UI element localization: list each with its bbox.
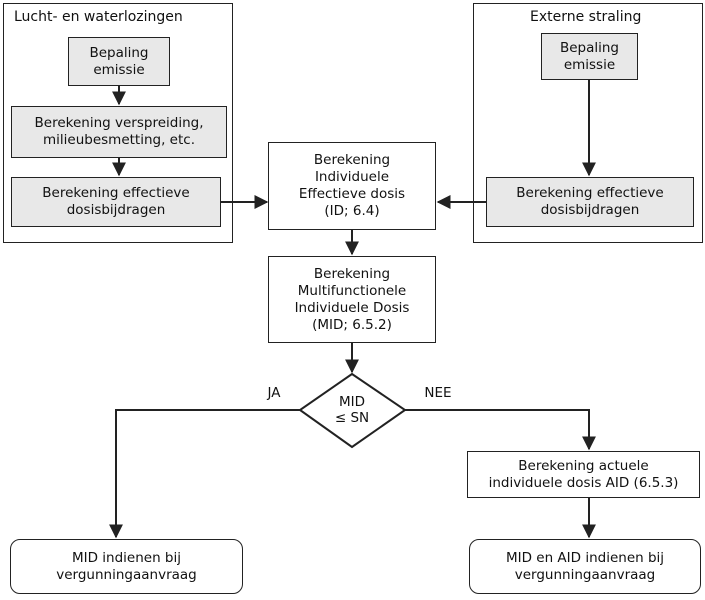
node-berekening-aid: Berekening actuele individuele dosis AID…	[467, 451, 700, 498]
group-title-lucht: Lucht- en waterlozingen	[14, 9, 183, 25]
node-berekening-effectieve-right: Berekening effectieve dosisbijdragen	[486, 177, 694, 227]
node-bepaling-emissie-left: Bepaling emissie	[68, 37, 170, 86]
arrow-no-branch	[405, 409, 596, 451]
node-result-left: MID indienen bij vergunningaanvraag	[10, 539, 243, 594]
branch-label-no: NEE	[424, 385, 452, 401]
group-title-extern: Externe straling	[530, 9, 642, 25]
decision-label: MID ≤ SN	[334, 394, 370, 426]
node-result-right: MID en AID indienen bij vergunningaanvra…	[469, 539, 701, 594]
group-externe-straling	[473, 3, 703, 243]
node-berekening-verspreiding: Berekening verspreiding, milieubesmettin…	[11, 106, 227, 158]
group-lucht-waterlozingen	[3, 3, 233, 243]
decision-diamond	[298, 372, 407, 449]
node-berekening-effectieve-left: Berekening effectieve dosisbijdragen	[11, 177, 221, 227]
node-bepaling-emissie-right: Bepaling emissie	[541, 33, 638, 80]
arrow-yes-branch	[109, 409, 300, 539]
branch-label-yes: JA	[267, 385, 281, 401]
node-berekening-id: Berekening Individuele Effectieve dosis …	[268, 142, 436, 230]
node-berekening-mid: Berekening Multifunctionele Individuele …	[268, 256, 436, 343]
